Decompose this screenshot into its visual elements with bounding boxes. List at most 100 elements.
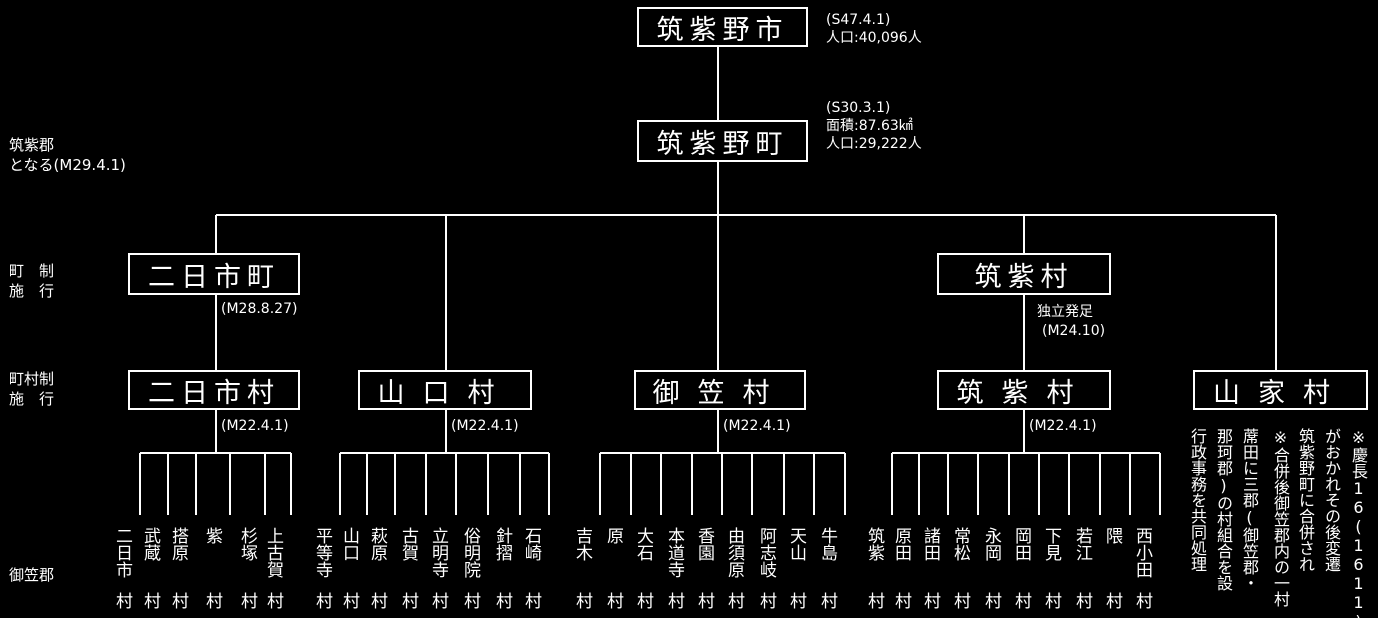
town-population: 人口:29,222人 xyxy=(826,136,922,152)
hamlet-name: 由須原 xyxy=(724,527,744,578)
label-town-system: 町 制 施 行 xyxy=(9,261,54,301)
hamlet-name: 俗明院 xyxy=(460,527,480,578)
label-town-system-1: 町 制 xyxy=(9,262,55,280)
hamlet-suffix: 村 xyxy=(950,592,970,609)
hamlet-name: 諸田 xyxy=(920,527,940,561)
village-box-futsukaichi: 二日市村 xyxy=(128,370,300,410)
hamlet-suffix: 村 xyxy=(694,592,714,609)
hamlet-name: 隈 xyxy=(1102,527,1122,544)
footnote-column: 那珂郡)の村組合を設 xyxy=(1214,428,1233,591)
hamlet-name: 大石 xyxy=(633,527,653,561)
hamlet-suffix: 村 xyxy=(603,592,623,609)
hamlet-name: 西小田 xyxy=(1132,527,1152,578)
town-box-futsukaichi: 二日市町 xyxy=(128,253,300,295)
hamlet-name: 紫 xyxy=(202,527,222,544)
hamlet-name: 二日市 xyxy=(112,527,132,578)
label-mikasa-district: 御笠郡 xyxy=(9,566,55,584)
hamlet-name: 搭原 xyxy=(168,527,188,561)
town-note: (S30.3.1) 面積:87.63㎢ 人口:29,222人 xyxy=(826,99,922,153)
hamlet-name: 天山 xyxy=(786,527,806,561)
hamlet-suffix: 村 xyxy=(786,592,806,609)
city-date: (S47.4.1) xyxy=(826,12,891,28)
hamlet-suffix: 村 xyxy=(460,592,480,609)
hamlet-suffix: 村 xyxy=(891,592,911,609)
town-date-chikushi-2: (M24.10) xyxy=(1042,323,1106,339)
village-name-yamae: 山家村 xyxy=(1213,377,1348,409)
hamlet-suffix: 村 xyxy=(920,592,940,609)
hamlet-name: 萩原 xyxy=(367,527,387,561)
village-box-mikasa: 御笠村 xyxy=(634,370,806,410)
label-town-system-2: 施 行 xyxy=(9,282,55,300)
hamlet-suffix: 村 xyxy=(1072,592,1092,609)
footnote-column: 筑紫野町に合併され xyxy=(1296,428,1315,572)
label-district-change-2: となる(M29.4.1) xyxy=(9,156,126,174)
town-box: 筑紫野町 xyxy=(637,120,808,162)
town-note-chikushi: 独立発足 (M24.10) xyxy=(1037,303,1105,341)
village-date-futsukaichi: (M22.4.1) xyxy=(221,418,289,434)
city-population: 人口:40,096人 xyxy=(826,30,922,46)
hamlet-name: 針摺 xyxy=(492,527,512,561)
footnote-column: 行政事務を共同処理 xyxy=(1188,428,1207,572)
hamlet-suffix: 村 xyxy=(202,592,222,609)
hamlet-name: 杉塚 xyxy=(237,527,257,561)
hamlet-suffix: 村 xyxy=(864,592,884,609)
village-date-chikushi: (M22.4.1) xyxy=(1029,418,1097,434)
hamlet-suffix: 村 xyxy=(398,592,418,609)
hamlet-name: 立明寺 xyxy=(428,527,448,578)
village-box-yamae: 山家村 xyxy=(1193,370,1368,410)
hamlet-suffix: 村 xyxy=(817,592,837,609)
hamlet-name: 古賀 xyxy=(398,527,418,561)
hamlet-suffix: 村 xyxy=(664,592,684,609)
town-name: 筑紫野町 xyxy=(656,128,789,160)
hamlet-name: 常松 xyxy=(950,527,970,561)
town-area: 面積:87.63㎢ xyxy=(826,118,913,134)
hamlet-name: 原田 xyxy=(891,527,911,561)
village-date-mikasa: (M22.4.1) xyxy=(723,418,791,434)
hamlet-suffix: 村 xyxy=(1102,592,1122,609)
hamlet-suffix: 村 xyxy=(237,592,257,609)
hamlet-suffix: 村 xyxy=(312,592,332,609)
label-district-change-1: 筑紫郡 xyxy=(9,136,55,154)
hamlet-name: 武蔵 xyxy=(140,527,160,561)
village-name-chikushi: 筑紫村 xyxy=(956,377,1092,409)
hamlet-name: 阿志岐 xyxy=(756,527,776,578)
hamlet-name: 下見 xyxy=(1041,527,1061,561)
hamlet-name: 本道寺 xyxy=(664,527,684,578)
hamlet-suffix: 村 xyxy=(724,592,744,609)
hamlet-name: 香園 xyxy=(694,527,714,561)
hamlet-name: 原 xyxy=(603,527,623,544)
city-name: 筑紫野市 xyxy=(656,14,789,46)
town-date-chikushi-1: 独立発足 xyxy=(1037,304,1093,320)
hamlet-suffix: 村 xyxy=(263,592,283,609)
hamlet-name: 若江 xyxy=(1072,527,1092,561)
label-village-system-2: 施 行 xyxy=(9,390,55,408)
village-name-mikasa: 御笠村 xyxy=(652,377,788,409)
town-name-futsukaichi: 二日市町 xyxy=(148,261,280,293)
hamlet-suffix: 村 xyxy=(756,592,776,609)
hamlet-name: 永岡 xyxy=(981,527,1001,561)
footnote-column: 蓆田に三郡(御笠郡・ xyxy=(1240,428,1259,591)
footnote-column: ※慶長16(1611)年 xyxy=(1349,428,1368,618)
hamlet-name: 石崎 xyxy=(521,527,541,561)
footnote-column: ※合併後御笠郡内の一村 xyxy=(1271,428,1290,607)
hamlet-name: 上古賀 xyxy=(263,527,283,578)
hamlet-name: 平等寺 xyxy=(312,527,332,578)
hamlet-name: 山口 xyxy=(339,527,359,561)
hamlet-suffix: 村 xyxy=(367,592,387,609)
label-village-system: 町村制 施 行 xyxy=(9,369,54,409)
hamlet-suffix: 村 xyxy=(572,592,592,609)
hamlet-suffix: 村 xyxy=(428,592,448,609)
city-note: (S47.4.1) 人口:40,096人 xyxy=(826,11,922,47)
hamlet-suffix: 村 xyxy=(112,592,132,609)
hamlet-suffix: 村 xyxy=(1041,592,1061,609)
label-district-change: 筑紫郡 となる(M29.4.1) xyxy=(9,135,126,175)
hamlet-suffix: 村 xyxy=(1132,592,1152,609)
hamlet-name: 吉木 xyxy=(572,527,592,561)
hamlet-suffix: 村 xyxy=(981,592,1001,609)
town-box-chikushi: 筑紫村 xyxy=(937,253,1111,295)
village-name-yamaguchi: 山口村 xyxy=(377,377,513,409)
village-box-yamaguchi: 山口村 xyxy=(358,370,532,410)
hamlet-name: 岡田 xyxy=(1011,527,1031,561)
